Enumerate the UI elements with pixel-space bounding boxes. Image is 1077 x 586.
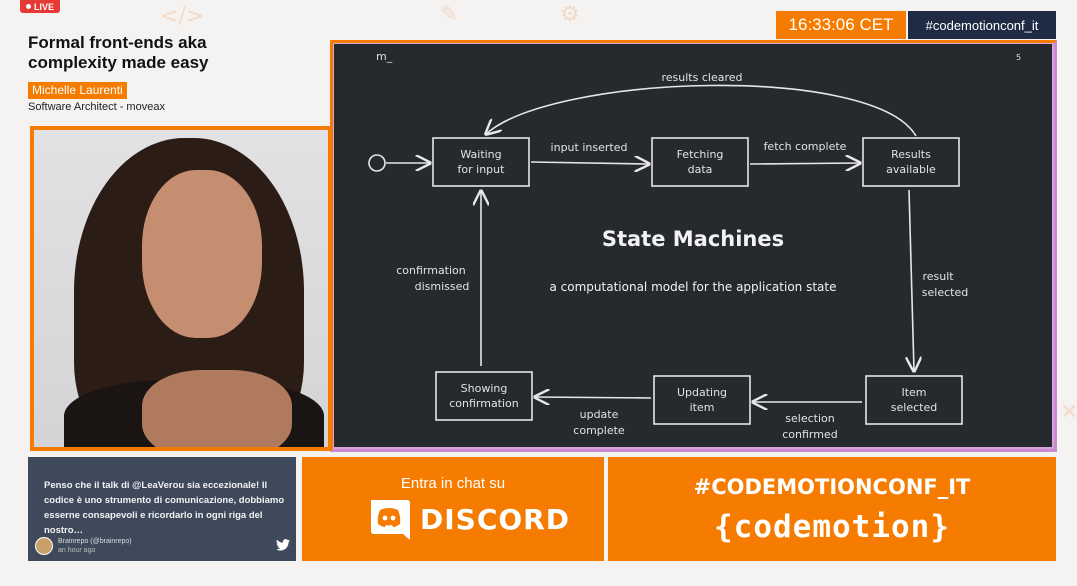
- background-doodle: ⚙: [560, 2, 580, 27]
- brand-hashtag: #CODEMOTIONCONF_IT: [693, 475, 971, 499]
- live-label: LIVE: [33, 1, 54, 12]
- tweet-card[interactable]: Penso che il talk di @LeaVerou sia eccez…: [28, 457, 296, 561]
- live-badge: LIVE: [20, 0, 60, 13]
- state-updating-box: [653, 375, 751, 425]
- transition-update-complete-label: complete: [573, 424, 625, 437]
- state-results-label: Results: [891, 148, 931, 161]
- transition-results-cleared-label: results cleared: [662, 71, 743, 84]
- discord-chat-panel[interactable]: Entra in chat su DISCORD: [302, 457, 604, 561]
- state-fetching-label: Fetching: [677, 148, 724, 161]
- speaker-webcam: [30, 126, 332, 451]
- state-item-selected-label: Item: [901, 386, 926, 399]
- slide-title: State Machines: [602, 227, 784, 251]
- tweet-avatar: [35, 537, 53, 555]
- transition-selection-confirmed-label: selection: [785, 412, 834, 425]
- webcam-face: [142, 170, 262, 338]
- discord-wordmark: DISCORD: [420, 503, 570, 536]
- state-updating-label: Updating: [677, 386, 727, 399]
- tweet-text: Penso che il talk di @LeaVerou sia eccez…: [44, 480, 285, 536]
- transition-result-selected-label: selected: [922, 286, 968, 299]
- speaker-name: Michelle Laurenti: [28, 82, 127, 99]
- background-doodle: ✎: [440, 2, 459, 27]
- arrow-fetch-complete: [749, 163, 860, 164]
- transition-result-selected-label: result: [922, 270, 954, 283]
- state-waiting-box: [432, 137, 530, 187]
- state-waiting-label: Waiting: [460, 148, 501, 161]
- chat-label: Entra in chat su: [400, 475, 506, 492]
- slide-logo: m_: [376, 50, 393, 63]
- state-fetching-label: data: [688, 163, 713, 176]
- codemotion-brand-panel: #CODEMOTIONCONF_IT {codemotion}: [608, 457, 1056, 561]
- twitter-bird-icon: [276, 539, 290, 551]
- initial-state-circle: [368, 154, 386, 172]
- transition-selection-confirmed-label: confirmed: [782, 428, 837, 441]
- state-item-selected-box: [865, 375, 963, 425]
- background-doodle: ✕: [1060, 400, 1077, 425]
- transition-input-inserted-label: input inserted: [551, 141, 628, 154]
- state-machine-diagram: m_ 5 Waiting for input: [368, 50, 1021, 441]
- transition-confirmation-dismissed-label: confirmation: [396, 264, 466, 277]
- arrow-result-selected: [909, 189, 914, 371]
- speaker-role: Software Architect - moveax: [28, 101, 165, 113]
- discord-icon: [371, 500, 410, 540]
- state-showing-label: confirmation: [449, 397, 519, 410]
- slide-subtitle: a computational model for the applicatio…: [550, 280, 837, 294]
- clock: 16:33:06 CET: [776, 11, 906, 39]
- state-showing-box: [435, 371, 533, 421]
- codemotion-logo: {codemotion}: [714, 509, 950, 545]
- slide-page-number: 5: [1016, 53, 1021, 62]
- state-showing-label: Showing: [461, 382, 508, 395]
- talk-title: Formal front-ends aka complexity made ea…: [28, 33, 209, 72]
- transition-fetch-complete-label: fetch complete: [764, 140, 847, 153]
- state-waiting-label: for input: [458, 163, 506, 176]
- state-updating-label: item: [690, 401, 715, 414]
- state-item-selected-label: selected: [891, 401, 937, 414]
- live-dot-icon: [25, 4, 31, 9]
- hashtag-top: #codemotionconf_it: [908, 11, 1056, 39]
- arrow-results-cleared: [486, 84, 917, 136]
- state-fetching-box: [651, 137, 749, 187]
- arrow-input-inserted: [530, 162, 649, 164]
- tweet-handle: Brainrepo (@brainrepo): [58, 538, 132, 545]
- transition-update-complete-label: update: [580, 408, 619, 421]
- arrow-update-complete: [535, 397, 652, 398]
- transition-confirmation-dismissed-label: dismissed: [415, 280, 470, 293]
- state-results-box: [862, 137, 960, 187]
- presentation-slide: m_ 5 Waiting for input: [334, 44, 1052, 447]
- background-doodle: </>: [160, 4, 205, 29]
- state-results-label: available: [886, 163, 936, 176]
- webcam-hand: [142, 370, 292, 447]
- tweet-time: an hour ago: [58, 547, 96, 554]
